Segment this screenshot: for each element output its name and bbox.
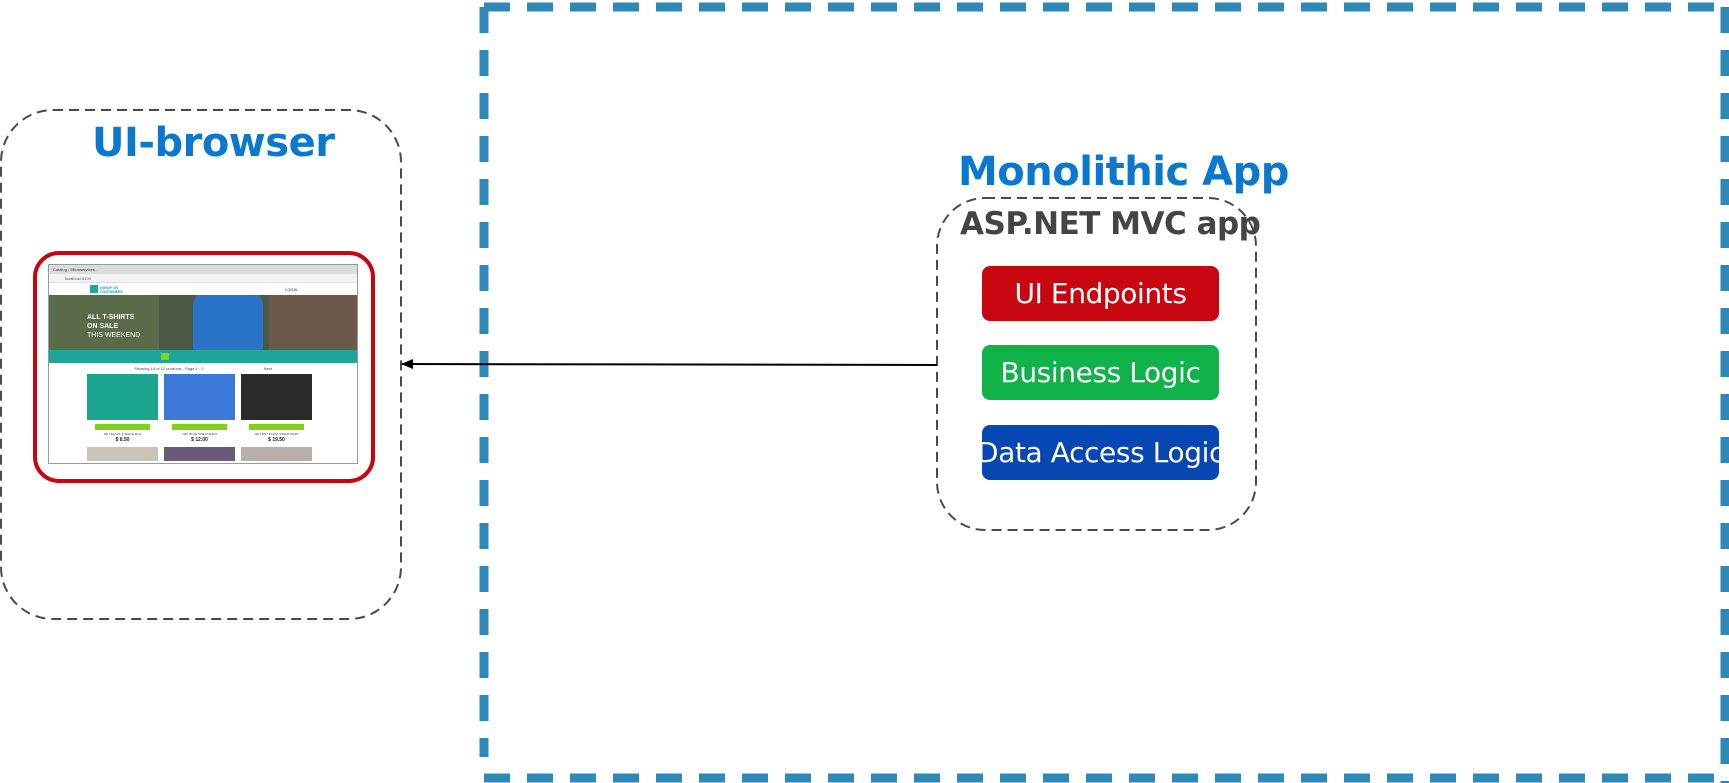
product-name: .NET BOT BLACK SWEATSHIRT bbox=[254, 432, 299, 436]
product-image bbox=[164, 447, 235, 461]
shop-navbar: eSHOP ON CONTAINERS LOGIN bbox=[49, 283, 357, 295]
hero-line-1: ALL T-SHIRTS bbox=[87, 314, 135, 321]
product-name: .NET BLACK & WHITE MUG bbox=[103, 432, 142, 436]
product-card: .NET BOT BLACK SWEATSHIRT $ 19.50 bbox=[241, 374, 312, 443]
product-image bbox=[164, 374, 235, 420]
add-to-cart-button bbox=[95, 424, 150, 430]
hero-shirt-image bbox=[193, 295, 263, 350]
shop-pager: Showing 10 of 12 products - Page 1 - 2 N… bbox=[49, 363, 357, 374]
request-arrow bbox=[401, 359, 938, 370]
product-card: .NET BLUE SWEATSHIRT $ 12.00 bbox=[164, 374, 235, 443]
data-access-logic-box: Data Access Logic bbox=[977, 425, 1224, 480]
product-grid-row-2 bbox=[49, 447, 357, 461]
product-image bbox=[241, 447, 312, 461]
shop-hero-banner: ALL T-SHIRTS ON SALE THIS WEEKEND bbox=[49, 295, 357, 350]
browser-screenshot: Catalog - Microservices... localhost:510… bbox=[48, 264, 358, 464]
product-card: .NET BLACK & WHITE MUG $ 8.50 bbox=[87, 374, 158, 443]
ui-browser-container bbox=[0, 109, 402, 620]
monolithic-app-title: Monolithic App bbox=[958, 149, 1289, 195]
add-to-cart-button bbox=[249, 424, 304, 430]
shop-brand: eSHOP ON CONTAINERS bbox=[100, 286, 123, 294]
browser-tab-bar: Catalog - Microservices... bbox=[49, 265, 357, 274]
ui-endpoints-box: UI Endpoints bbox=[982, 266, 1219, 321]
hero-foliage bbox=[49, 295, 159, 350]
hero-fence bbox=[269, 295, 357, 350]
aspnet-mvc-title: ASP.NET MVC app bbox=[960, 206, 1261, 242]
product-price: $ 19.50 bbox=[268, 437, 285, 443]
hero-line-3: THIS WEEKEND bbox=[87, 332, 141, 339]
ui-browser-title: UI-browser bbox=[92, 120, 335, 166]
product-price: $ 12.00 bbox=[191, 437, 208, 443]
product-image bbox=[87, 374, 158, 420]
hero-line-2: ON SALE bbox=[87, 323, 119, 330]
browser-tab-title: Catalog - Microservices... bbox=[53, 267, 99, 272]
product-image bbox=[241, 374, 312, 420]
product-grid: .NET BLACK & WHITE MUG $ 8.50 .NET BLUE … bbox=[49, 374, 357, 443]
browser-address-bar: localhost:5100 bbox=[49, 274, 357, 283]
product-price: $ 8.50 bbox=[115, 437, 130, 443]
browser-address-text: localhost:5100 bbox=[65, 275, 91, 281]
product-name: .NET BLUE SWEATSHIRT bbox=[181, 432, 218, 436]
monolithic-app-boundary bbox=[479, 2, 1729, 783]
screenshot-frame bbox=[33, 251, 375, 483]
shop-logo-icon bbox=[90, 285, 98, 293]
business-logic-box: Business Logic bbox=[982, 345, 1219, 400]
pager-next: Next bbox=[263, 366, 272, 371]
shop-login: LOGIN bbox=[285, 287, 298, 292]
hero-text: ALL T-SHIRTS ON SALE THIS WEEKEND bbox=[87, 313, 140, 340]
product-image bbox=[87, 447, 158, 461]
add-to-cart-button bbox=[172, 424, 227, 430]
shop-filter-bar bbox=[49, 350, 357, 363]
filter-apply-button bbox=[161, 353, 169, 360]
pager-text: Showing 10 of 12 products - Page 1 - 2 bbox=[134, 366, 204, 371]
